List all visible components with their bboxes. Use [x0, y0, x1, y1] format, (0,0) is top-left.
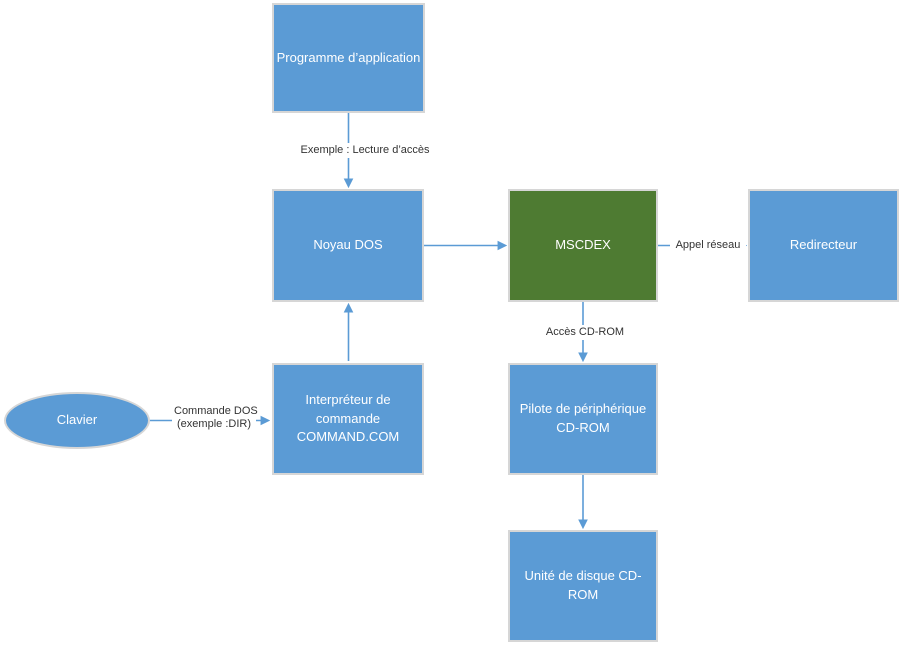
- node-pilote-peripherique-cdrom: Pilote de périphérique CD-ROM: [508, 363, 658, 475]
- edge-label-line2: (exemple :DIR): [177, 418, 251, 430]
- edge-label-acces-cdrom: Accès CD-ROM: [543, 325, 627, 340]
- node-label: Unité de disque CD-ROM: [524, 568, 642, 602]
- node-noyau-dos: Noyau DOS: [272, 189, 424, 302]
- edge-label-line1: Commande DOS: [174, 405, 258, 417]
- node-programme-application: Programme d’application: [272, 3, 425, 113]
- node-interpreteur-commande: Interpréteur de commande COMMAND.COM: [272, 363, 424, 475]
- node-label: MSCDEX: [555, 237, 611, 253]
- node-redirecteur: Redirecteur: [748, 189, 899, 302]
- edge-label-commande-dos: Commande DOS (exemple :DIR): [172, 404, 258, 432]
- node-label: Pilote de périphérique CD-ROM: [519, 401, 647, 435]
- node-label: Programme d’application: [276, 49, 421, 65]
- edge-label-exemple-lecture-acces: Exemple : Lecture d’accès: [288, 143, 442, 158]
- node-unite-disque-cdrom: Unité de disque CD-ROM: [508, 530, 658, 642]
- node-label: Redirecteur: [789, 237, 858, 253]
- node-label: Clavier: [56, 412, 98, 428]
- node-mscdex: MSCDEX: [508, 189, 658, 302]
- node-clavier-ellipse: Clavier: [4, 392, 150, 449]
- edge-label-appel-reseau: Appel réseau: [670, 238, 746, 253]
- node-label: Noyau DOS: [313, 237, 383, 253]
- node-label: Interpréteur de commande COMMAND.COM: [296, 391, 400, 445]
